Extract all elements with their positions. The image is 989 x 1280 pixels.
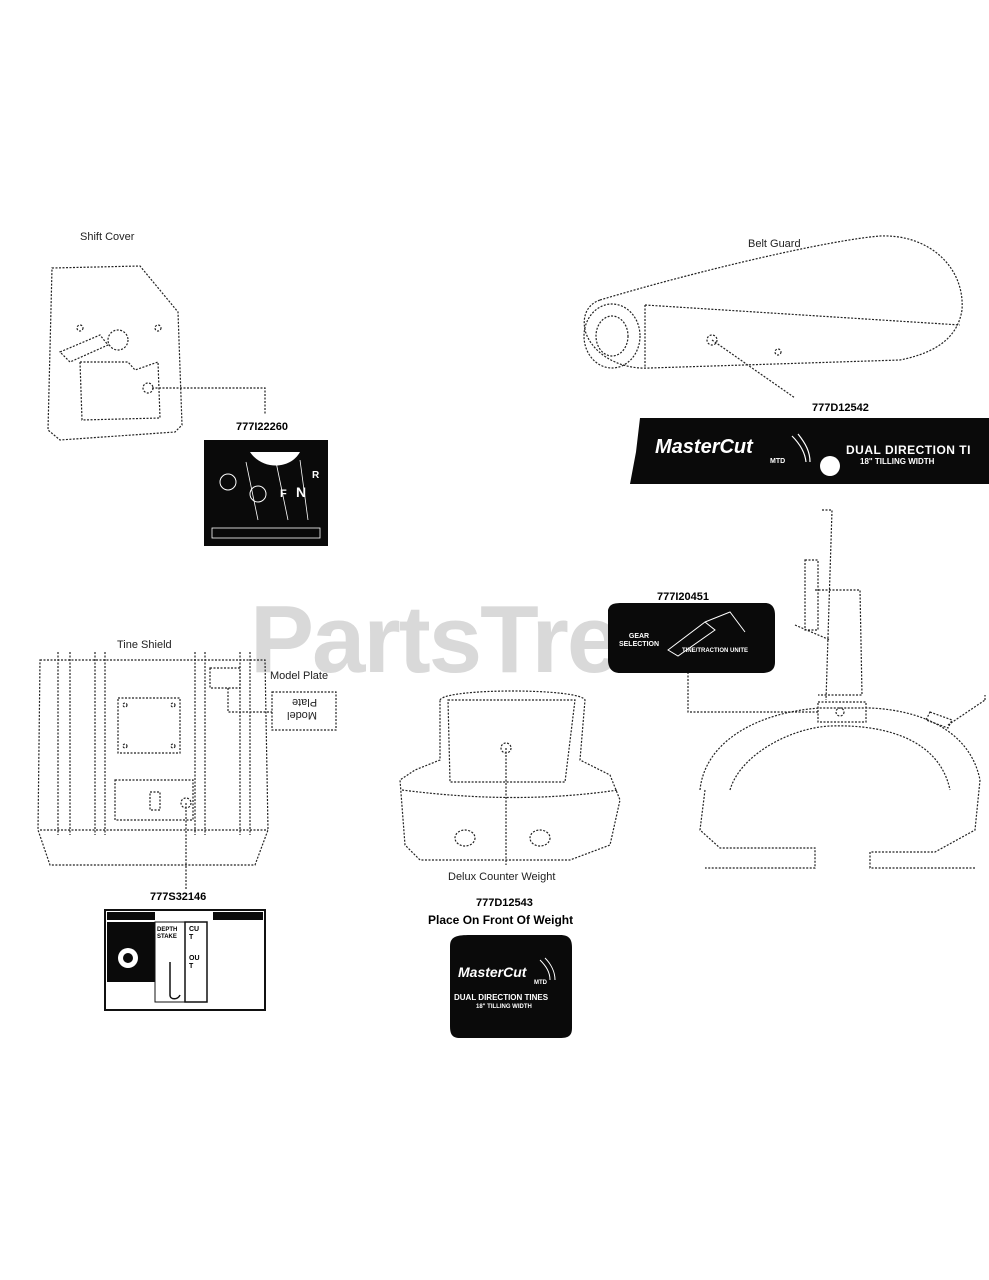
belt-guard-decal-dual-direction: DUAL DIRECTION TI	[846, 443, 971, 457]
belt-guard-decal-brand: MasterCut	[655, 436, 753, 458]
counter-weight-label: Delux Counter Weight	[448, 871, 556, 883]
weight-decal-mtd: MTD	[534, 980, 547, 986]
shift-cover-drawing	[47, 265, 266, 441]
weight-decal-width: 18" TILLING WIDTH	[476, 1004, 532, 1010]
tine-shield-drawing	[37, 652, 337, 890]
part-number-777S32146: 777S32146	[150, 891, 207, 903]
parts-tree-watermark: PartsTree	[250, 586, 672, 693]
tine-decal-cut: CUT	[189, 926, 200, 941]
weight-decal-placement-note: Place On Front Of Weight	[428, 913, 574, 927]
weight-decal-brand: MasterCut	[458, 964, 527, 980]
belt-guard-decal-777D12542	[630, 418, 989, 484]
tine-decal-out: OUT	[189, 955, 200, 970]
belt-guard-decal-mtd: MTD	[770, 458, 786, 465]
weight-decal-777D12543	[450, 935, 572, 1038]
shift-decal-letter-r: R	[312, 470, 320, 481]
part-number-777I20451: 777I20451	[657, 591, 709, 603]
part-number-777I22260: 777I22260	[236, 421, 288, 433]
gear-decal-tine-traction: TINE/TRACTION UNITE	[682, 648, 748, 654]
model-plate-label: Model Plate	[270, 670, 329, 682]
weight-decal-dual-direction: DUAL DIRECTION TINES	[454, 993, 549, 1002]
tine-shield-decal-777S32146	[104, 909, 266, 1011]
model-plate-decal-line2: Plate	[292, 696, 318, 708]
part-number-777D12542: 777D12542	[812, 402, 869, 414]
counter-weight-drawing	[399, 690, 621, 865]
model-plate-decal-line1: Model	[287, 709, 317, 721]
shift-cover-label: Shift Cover	[80, 231, 135, 243]
shift-decal-777I22260	[204, 440, 328, 546]
belt-guard-drawing	[583, 235, 963, 399]
tine-decal-depth-stake: DEPTH STAKE	[157, 927, 178, 940]
part-number-777D12543: 777D12543	[476, 897, 533, 909]
belt-guard-label: Belt Guard	[748, 238, 801, 250]
tine-shield-label: Tine Shield	[117, 639, 172, 651]
gear-decal-777I20451	[608, 603, 775, 673]
shift-decal-letter-f: F	[280, 488, 287, 500]
shift-decal-letter-n: N	[296, 484, 307, 500]
handlebar-drawing	[687, 509, 986, 869]
belt-guard-decal-width: 18" TILLING WIDTH	[860, 457, 935, 466]
gear-decal-gear-selection: GEAR SELECTION	[618, 633, 660, 648]
